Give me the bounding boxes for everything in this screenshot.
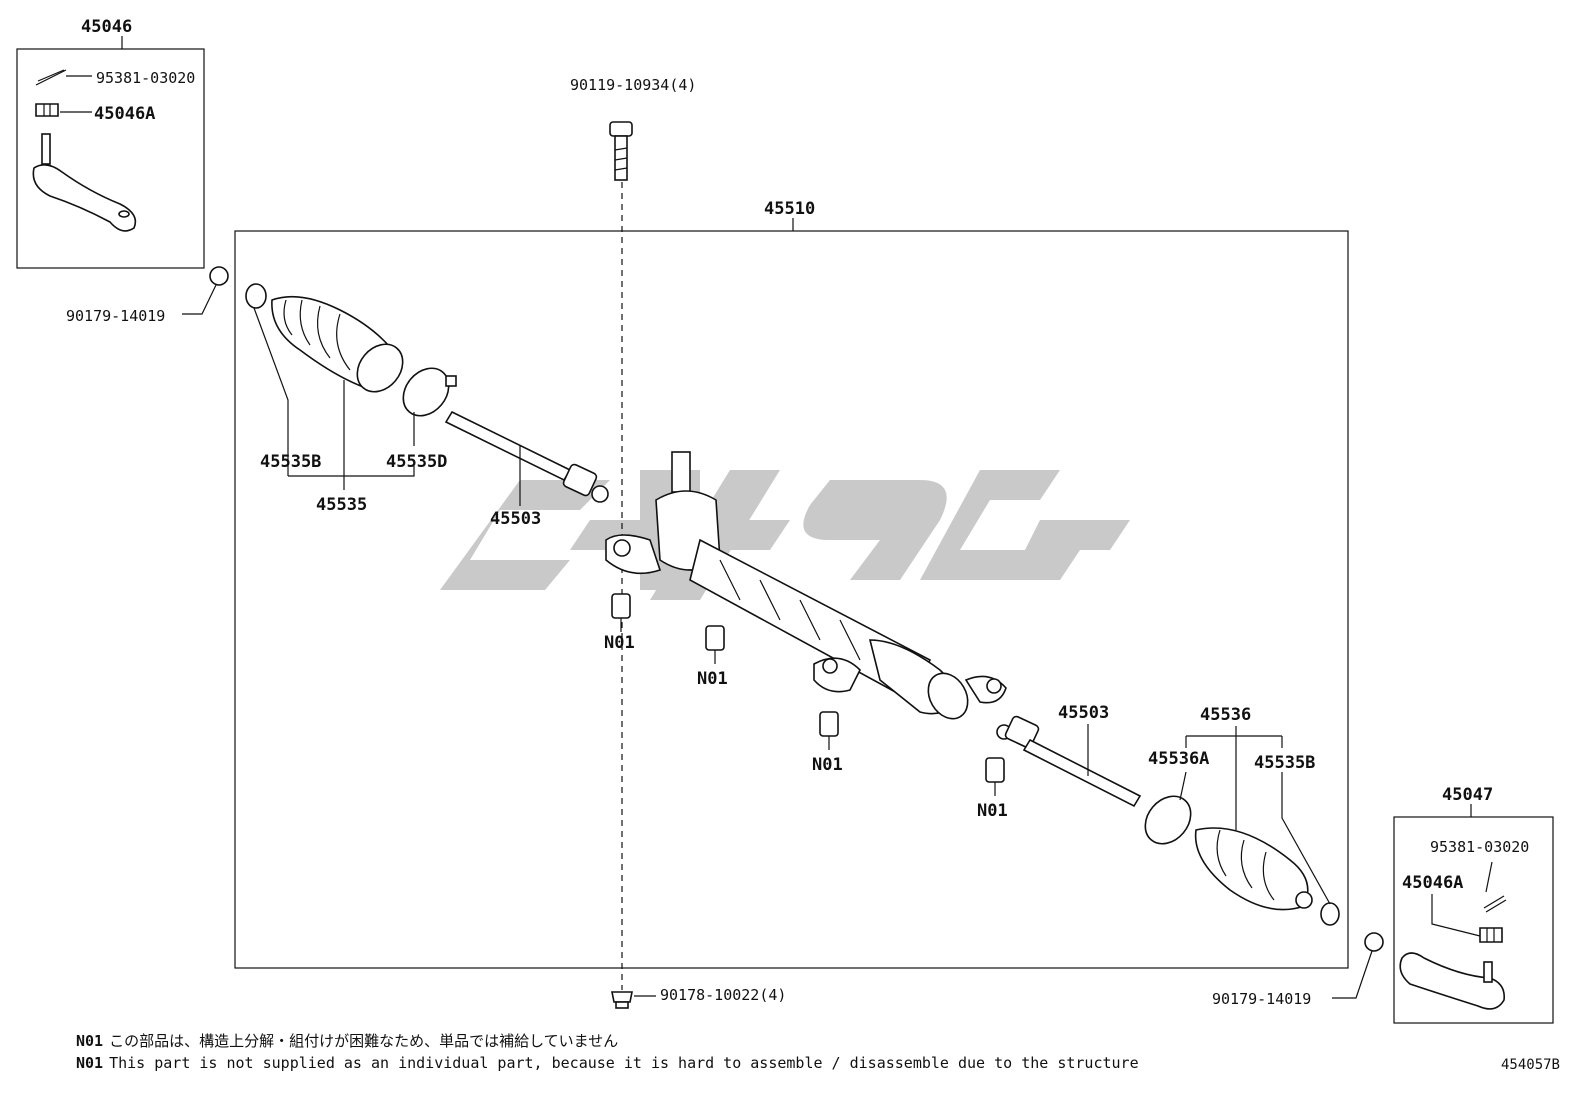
nut-bottom-icon [611,991,656,1009]
label-n01-2: N01 [697,669,728,689]
leader-clamp-large-right [1179,771,1187,801]
leader-clamp-small-left [253,307,289,476]
leader-nut-right [1431,894,1481,937]
label-nut-left: 45046A [94,104,155,124]
bracket-boot-left [288,466,415,477]
label-kit-left: 45046 [81,17,132,37]
label-bolt-top: 90119-10934(4) [570,76,696,94]
label-clamp-large-right: 45536A [1148,749,1209,769]
label-boot-left: 45535 [316,495,367,515]
tie-rod-right-icon [996,715,1142,808]
label-n01-4: N01 [977,801,1008,821]
watermark-logo [440,470,1130,600]
boot-clamp-large-left-icon [402,367,457,417]
tie-rod-left-icon [444,410,609,503]
label-nut-outer-right: 90179-14019 [1212,990,1311,1008]
label-clamp-small-left: 45535B [260,452,321,472]
rack-assy-box [234,230,1349,969]
boot-left-icon [271,295,404,393]
kit-left-box [16,48,205,269]
label-nut-bottom: 90178-10022(4) [660,986,786,1004]
boot-clamp-small-right-icon [1320,902,1340,926]
castle-nut-right-icon [1479,927,1503,943]
drawing-number: 454057B [1500,1057,1560,1073]
note-text: This part is not supplied as an individu… [109,1054,1139,1072]
label-tie-rod-right: 45503 [1058,703,1109,723]
label-nut-right: 45046A [1402,873,1463,893]
label-n01-1: N01 [604,633,635,653]
bushing-3-icon [819,711,839,750]
bushing-2-icon [705,625,725,664]
label-clamp-small-right: 45535B [1254,753,1315,773]
nut-outer-left-icon [182,266,229,315]
note-code: N01 [76,1054,104,1072]
cotter-pin-left-icon [35,69,92,86]
note-code: N01 [76,1032,104,1050]
bushing-4-icon [985,757,1005,796]
label-cotter-left: 95381-03020 [96,69,195,87]
label-nut-outer-left: 90179-14019 [66,307,165,325]
bolt-top-icon [609,121,633,181]
bushing-1-icon [611,593,631,632]
label-rack-assy: 45510 [764,199,815,219]
label-kit-right: 45047 [1442,785,1493,805]
label-cotter-right: 95381-03020 [1430,838,1529,856]
label-tie-rod-left: 45503 [490,509,541,529]
label-clamp-large-left: 45535D [386,452,447,472]
boot-right-icon [1194,827,1313,911]
label-boot-right: 45536 [1200,705,1251,725]
note-japanese: N01 この部品は、構造上分解・組付けが困難なため、単品では補給していません [76,1030,618,1051]
kit-right-box [1393,816,1554,1024]
tie-rod-end-right-icon [1399,952,1506,1010]
note-english: N01 This part is not supplied as an indiv… [76,1054,1139,1072]
boot-clamp-large-right-icon [1144,795,1192,845]
nut-outer-right-icon [1332,932,1384,999]
label-n01-3: N01 [812,755,843,775]
cotter-pin-right-icon [1483,861,1507,913]
tie-rod-end-left-icon [32,133,137,232]
leader-clamp-small-right [1281,772,1331,905]
note-text: この部品は、構造上分解・組付けが困難なため、単品では補給していません [109,1032,619,1050]
castle-nut-left-icon [35,103,92,117]
steering-rack-icon [605,451,1007,720]
boot-clamp-small-left-icon [245,283,267,309]
